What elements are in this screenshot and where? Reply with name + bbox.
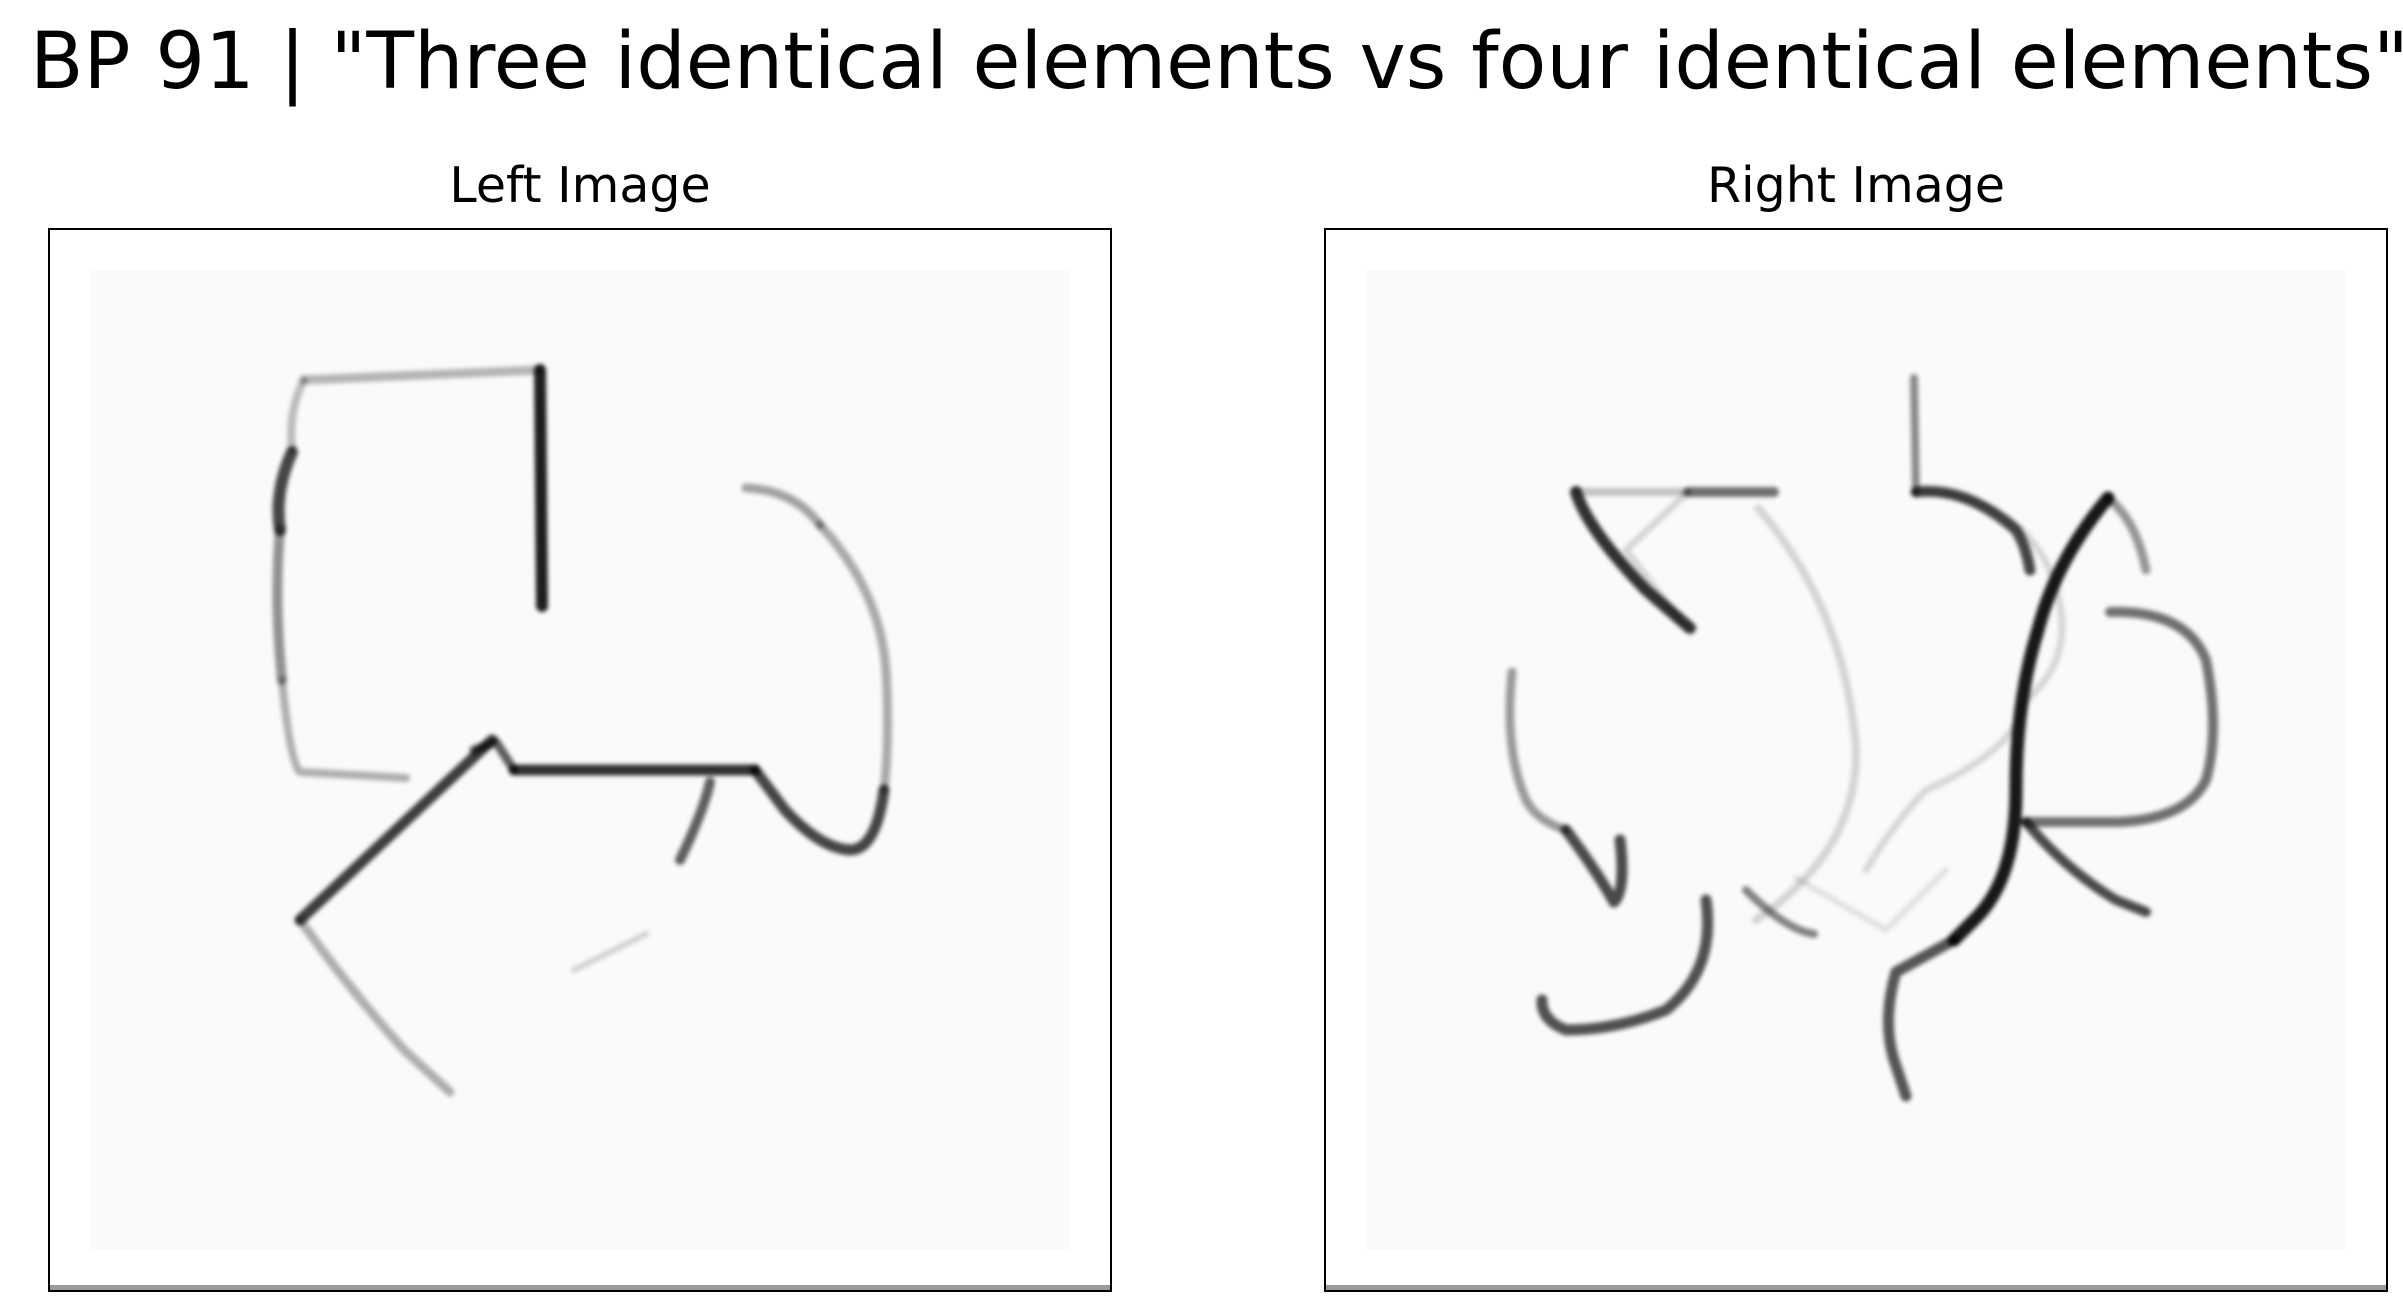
left-panel-title: Left Image (449, 157, 711, 214)
right-shape-3 (1883, 491, 2218, 1102)
right-panel-bottom-edge (1326, 1285, 2386, 1290)
figure-title: BP 91 | "Three identical elements vs fou… (30, 17, 2403, 107)
right-panel-title: Right Image (1706, 157, 2006, 214)
left-shape-1 (272, 364, 548, 782)
right-image-panel (1324, 228, 2388, 1292)
left-panel-bottom-edge (50, 1285, 1110, 1290)
right-shape-1 (1570, 486, 1779, 634)
left-shape-3 (294, 734, 649, 1097)
right-image-drawing (1505, 374, 2218, 1102)
left-shape-2 (469, 483, 893, 865)
left-image-panel (48, 228, 1112, 1292)
left-image-drawing (272, 364, 893, 1097)
right-shape-4 (1505, 667, 1714, 1036)
